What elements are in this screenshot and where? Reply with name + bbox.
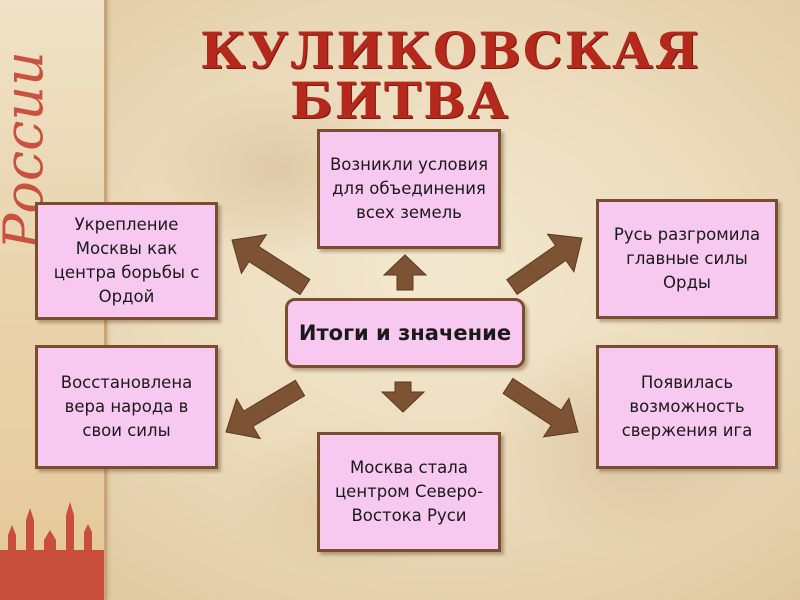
title-line-2: БИТВА (289, 71, 511, 130)
center-text: Итоги и значение (298, 320, 512, 345)
outcome-box-bottom: Москва стала центром Северо-Востока Руси (317, 432, 501, 552)
outcome-text-top: Возникли условия для объединения всех зе… (329, 155, 489, 222)
outcome-box-top: Возникли условия для объединения всех зе… (317, 129, 501, 249)
arrow-to-bottom-right (502, 377, 579, 438)
outcome-text-bottom-left: Восстановлена вера народа в свои силы (60, 373, 193, 440)
kremlin-silhouette-icon (0, 502, 106, 600)
arrow-to-bottom (380, 381, 426, 413)
outcome-text-top-left: Укрепление Москвы как центра борьбы с Ор… (53, 215, 200, 306)
outcome-text-top-right: Русь разгромила главные силы Орды (613, 225, 761, 292)
outcome-box-top-left: Укрепление Москвы как центра борьбы с Ор… (35, 202, 218, 320)
outcome-box-top-right: Русь разгромила главные силы Орды (596, 199, 778, 319)
arrow-to-top (382, 254, 428, 291)
outcome-box-bottom-right: Появилась возможность свержения ига (596, 345, 778, 469)
outcome-text-bottom-right: Появилась возможность свержения ига (621, 373, 753, 440)
outcome-box-bottom-left: Восстановлена вера народа в свои силы (35, 345, 218, 469)
arrow-to-top-left (231, 234, 311, 296)
outcome-text-bottom: Москва стала центром Северо-Востока Руси (334, 458, 484, 525)
center-box: Итоги и значение (285, 298, 525, 368)
arrow-to-top-right (506, 233, 583, 296)
arrow-to-bottom-left (225, 379, 306, 440)
